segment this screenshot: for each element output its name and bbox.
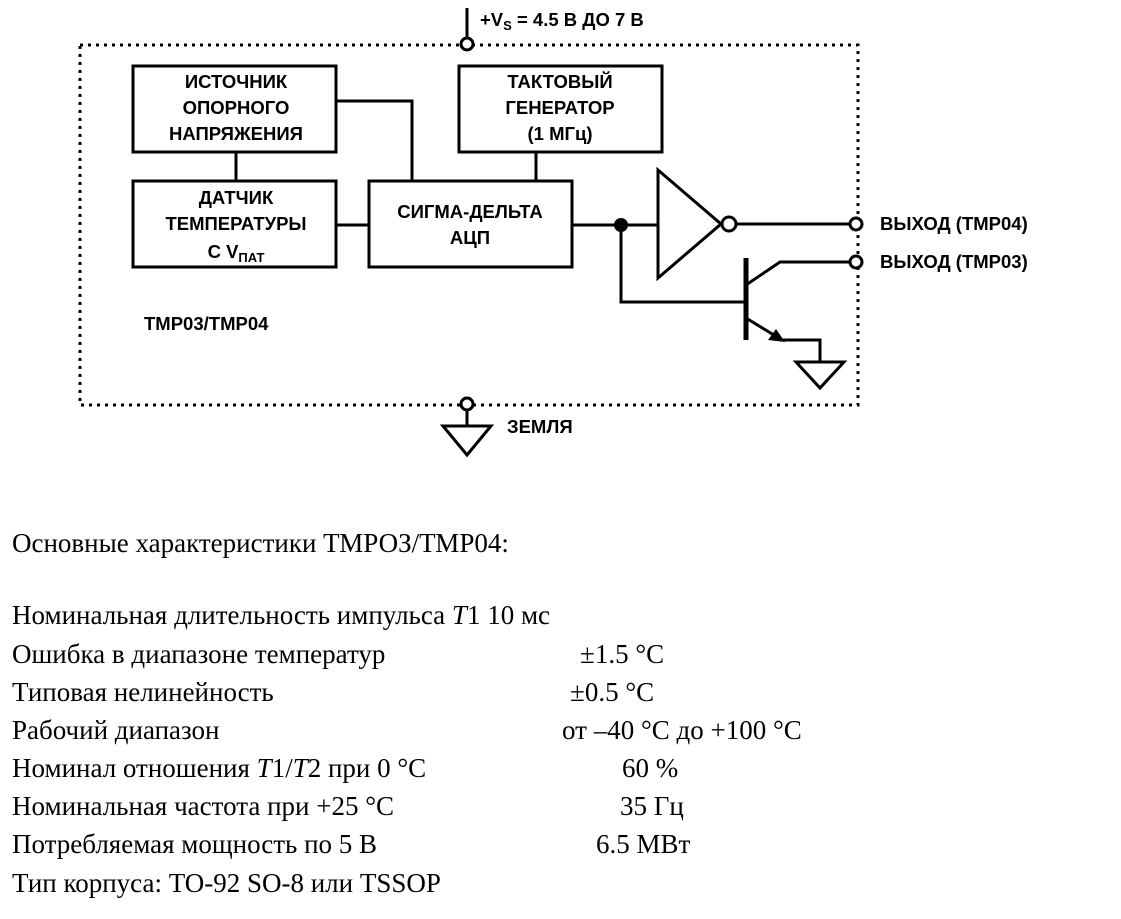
spec-row-package: Тип корпуса: TO-92 SO-8 или TSSOP [12, 868, 441, 898]
oscillator-block [457, 64, 664, 154]
transistor-base-wire [619, 225, 744, 304]
spec-row-frequency-value: 35 Гц [620, 791, 684, 821]
tmp03-output-label: ВЫХОД (TMP03) [880, 251, 1028, 272]
reference-line-1: ИСТОЧНИК [185, 71, 288, 92]
chip-name: TMP03/TMP04 [144, 313, 269, 334]
tmp04-output-label: ВЫХОД (TMP04) [880, 213, 1028, 234]
spec-row-ratio-label: Номинал отношения T1/T2 при 0 °C [12, 753, 427, 783]
spec-row-error-value: ±1.5 °C [580, 639, 665, 669]
spec-row-power-label: Потребляемая мощность по 5 В [12, 829, 378, 859]
spec-row-error-label: Ошибка в диапазоне температур [12, 639, 386, 669]
spec-row-frequency-label: Номинальная частота при +25 °C [12, 791, 395, 821]
tmp03-output-pin-icon [848, 254, 864, 270]
supply-pin-icon [459, 36, 475, 52]
spec-row-range-label: Рабочий диапазон [12, 715, 220, 745]
oscillator-line-1: ТАКТОВЫЙ [507, 71, 612, 92]
sensor-line-2: ТЕМПЕРАТУРЫ [165, 213, 306, 234]
tmp04-output-pin-icon [848, 216, 864, 232]
spec-row-ratio-value: 60 % [622, 753, 679, 783]
sensor-line-1: ДАТЧИК [199, 187, 274, 208]
adc-line-2: АЦП [450, 227, 490, 248]
ground-pin-icon [459, 396, 475, 412]
reference-line-2: ОПОРНОГО [183, 97, 290, 118]
ground-symbol-icon [439, 424, 495, 458]
transistor-emitter-icon [745, 316, 822, 362]
adc-line-1: СИГМА-ДЕЛЬТА [397, 201, 543, 222]
spec-row-nonlinearity-label: Типовая нелинейность [12, 677, 274, 707]
sensor-line-3: С VПАТ [208, 241, 265, 265]
inverter-buffer-icon [656, 166, 724, 282]
ground-label: ЗЕМЛЯ [507, 416, 573, 437]
block-diagram: +VS = 4.5 В ДО 7 В ИСТОЧНИК ОПОРНОГО НАП… [78, 8, 1028, 458]
chip-boundary [78, 43, 860, 407]
emitter-arrow-icon [768, 329, 785, 342]
reference-to-adc-wire [336, 99, 414, 181]
spec-row-nonlinearity-value: ±0.5 °C [570, 677, 655, 707]
inverter-bubble-icon [720, 215, 738, 233]
adc-block [367, 179, 574, 269]
emitter-ground-icon [792, 360, 848, 391]
oscillator-line-3: (1 МГц) [527, 123, 592, 144]
reference-line-3: НАПРЯЖЕНИЯ [169, 123, 303, 144]
oscillator-line-2: ГЕНЕРАТОР [505, 97, 614, 118]
spec-row-pulse-width: Номинальная длительность импульса T1 10 … [12, 600, 551, 630]
specs-heading: Основные характеристики ТМРОЗ/ТМР04: [12, 528, 509, 558]
supply-label: +VS = 4.5 В ДО 7 В [480, 9, 644, 33]
transistor-collector-icon [745, 260, 849, 287]
spec-row-range-value: от –40 °C до +100 °C [562, 715, 802, 745]
spec-row-power-value: 6.5 МВт [596, 829, 691, 859]
